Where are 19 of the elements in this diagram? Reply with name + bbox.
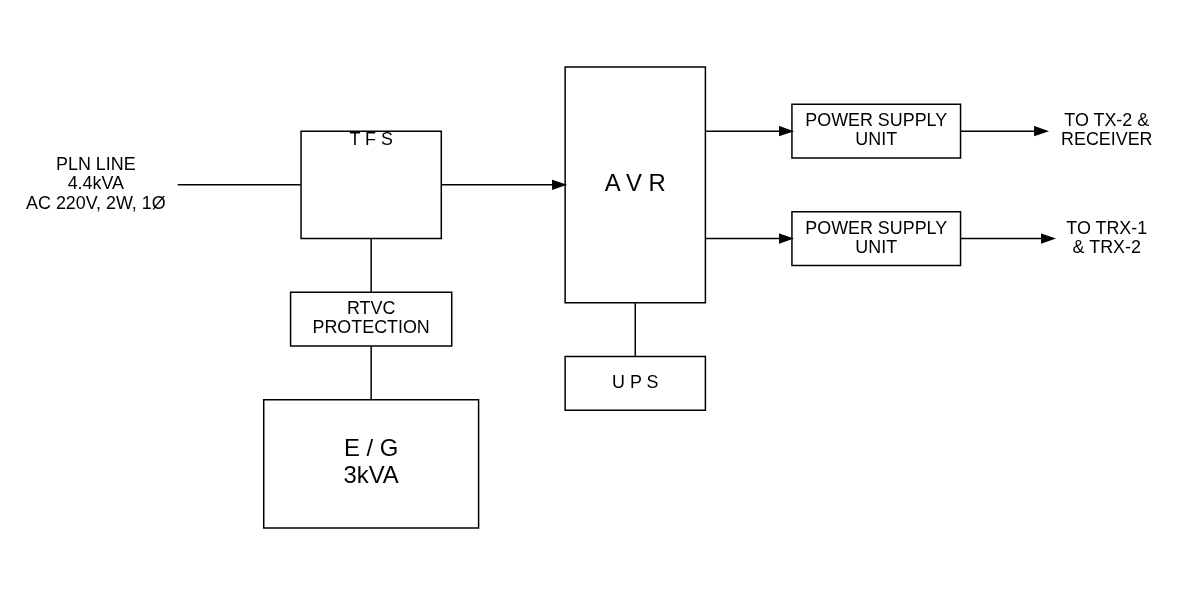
- node-box: RTVC PROTECTION: [289, 291, 453, 347]
- arrow: [441, 179, 567, 190]
- arrow: [960, 125, 1050, 136]
- arrow: [960, 232, 1056, 244]
- node-box: U P S: [564, 355, 707, 411]
- node-text: PLN LINE 4.4kVA AC 220V, 2W, 1Ø: [26, 153, 166, 213]
- node-box: T F S: [300, 129, 443, 239]
- node-box: E / G 3kVA: [263, 398, 480, 529]
- connector: [176, 183, 302, 186]
- node-box: POWER SUPPLY UNIT: [791, 103, 962, 159]
- node-box: A V R: [564, 65, 707, 303]
- connector: [370, 345, 372, 400]
- node-box: POWER SUPPLY UNIT: [791, 210, 962, 266]
- arrow: [704, 232, 794, 244]
- node-text: TO TX-2 & RECEIVER: [1061, 109, 1153, 149]
- node-text: TO TRX-1 & TRX-2: [1066, 216, 1148, 257]
- connector: [634, 301, 636, 357]
- arrow: [704, 125, 794, 136]
- connector: [370, 237, 372, 293]
